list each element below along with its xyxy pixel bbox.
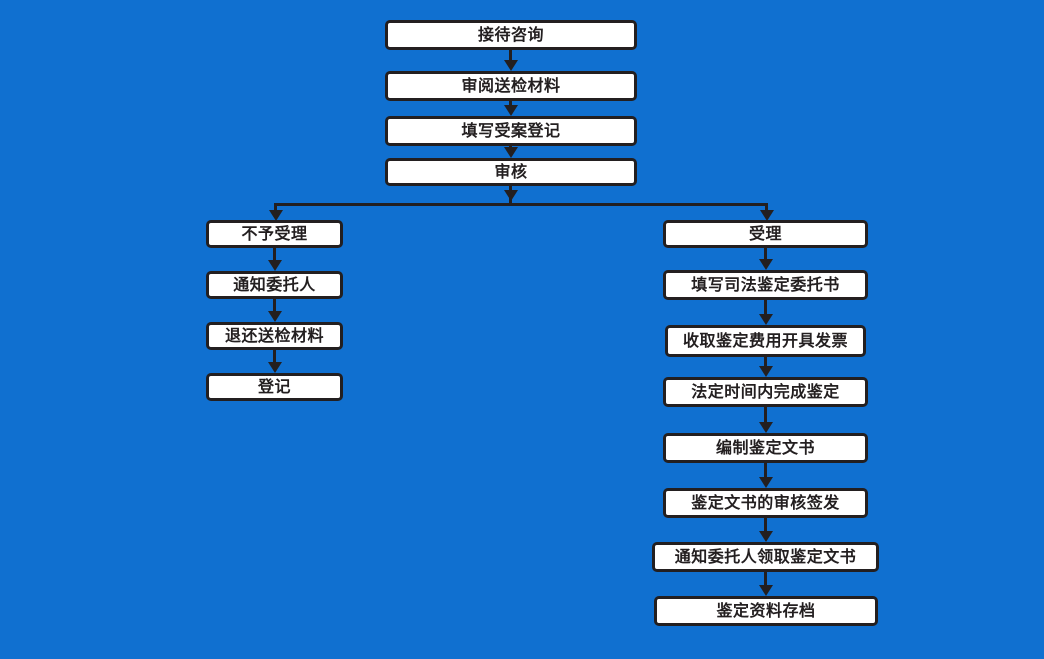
connector-n15-n16 — [764, 572, 767, 590]
node-notify-client[interactable]: 通知委托人 — [206, 271, 343, 299]
node-review-submitted-materials[interactable]: 审阅送检材料 — [385, 71, 637, 101]
node-accepted[interactable]: 受理 — [663, 220, 868, 248]
connector-split-bar — [274, 203, 768, 206]
connector-n7-n8 — [273, 350, 276, 366]
connector-n5-n6 — [273, 248, 276, 264]
node-complete-appraisal-in-legal-time[interactable]: 法定时间内完成鉴定 — [663, 377, 868, 407]
node-fill-case-registration[interactable]: 填写受案登记 — [385, 116, 637, 146]
node-examination[interactable]: 审核 — [385, 158, 637, 186]
node-reception-consultation[interactable]: 接待咨询 — [385, 20, 637, 50]
arrowhead-n9-n10 — [759, 259, 773, 270]
node-prepare-appraisal-document[interactable]: 编制鉴定文书 — [663, 433, 868, 463]
arrowhead-n5-n6 — [268, 260, 282, 271]
node-fill-forensic-entrustment-letter[interactable]: 填写司法鉴定委托书 — [663, 270, 868, 300]
arrowhead-split-right — [760, 210, 774, 221]
arrowhead-n10-n11 — [759, 314, 773, 325]
connector-n11-n12 — [764, 357, 767, 373]
arrowhead-n4-split — [504, 190, 518, 201]
arrowhead-n3-n4 — [504, 147, 518, 158]
arrowhead-n1-n2 — [504, 60, 518, 71]
connector-n12-n13 — [764, 407, 767, 427]
arrowhead-n11-n12 — [759, 366, 773, 377]
node-review-and-sign-document[interactable]: 鉴定文书的审核签发 — [663, 488, 868, 518]
arrowhead-n2-n3 — [504, 105, 518, 116]
connector-n10-n11 — [764, 300, 767, 320]
arrowhead-n13-n14 — [759, 477, 773, 488]
node-return-materials[interactable]: 退还送检材料 — [206, 322, 343, 350]
arrowhead-n15-n16 — [759, 585, 773, 596]
connector-n1-n2 — [509, 50, 512, 64]
arrowhead-n14-n15 — [759, 531, 773, 542]
node-collect-fee-issue-invoice[interactable]: 收取鉴定费用开具发票 — [665, 325, 866, 357]
node-archive-appraisal-materials[interactable]: 鉴定资料存档 — [654, 596, 878, 626]
node-not-accepted[interactable]: 不予受理 — [206, 220, 343, 248]
node-register[interactable]: 登记 — [206, 373, 343, 401]
node-notify-client-collect-document[interactable]: 通知委托人领取鉴定文书 — [652, 542, 879, 572]
connector-n14-n15 — [764, 518, 767, 536]
connector-n13-n14 — [764, 463, 767, 482]
arrowhead-n12-n13 — [759, 422, 773, 433]
connector-n6-n7 — [273, 299, 276, 315]
arrowhead-split-left — [269, 210, 283, 221]
connector-n9-n10 — [764, 248, 767, 263]
arrowhead-n7-n8 — [268, 362, 282, 373]
arrowhead-n6-n7 — [268, 311, 282, 322]
